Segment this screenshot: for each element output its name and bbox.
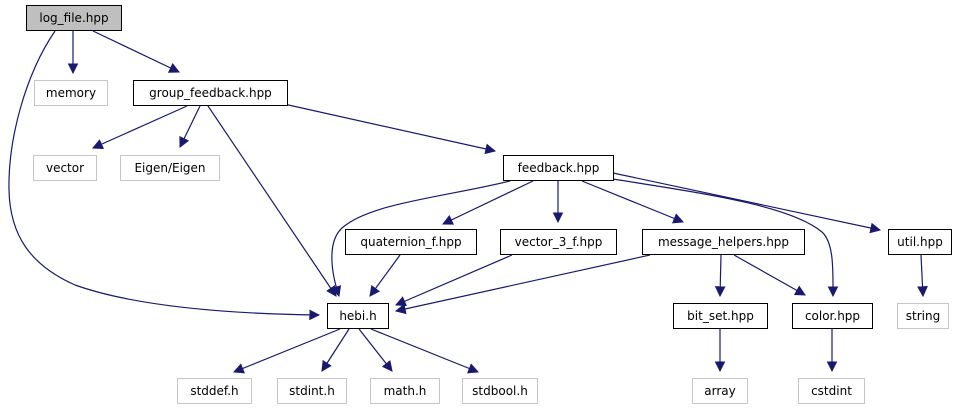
node-feedback-hpp[interactable]: feedback.hpp: [503, 155, 614, 181]
edge-feedback-to-color: [612, 178, 839, 298]
node-bit_set-hpp[interactable]: bit_set.hpp: [673, 303, 768, 329]
edge-hebi-to-math: [358, 328, 393, 372]
node-vector: vector: [33, 155, 97, 181]
node-eigen-eigen: Eigen/Eigen: [120, 155, 220, 181]
edge-hebi-to-stdint: [321, 328, 350, 372]
edge-feedback-to-hebi: [330, 180, 511, 298]
edge-feedback-to-message_helpers: [581, 180, 685, 224]
node-util-hpp[interactable]: util.hpp: [888, 229, 952, 255]
edge-message_helpers-to-bit_set: [714, 254, 726, 298]
node-log_file-hpp[interactable]: log_file.hpp: [26, 5, 122, 31]
edge-util-to-string: [917, 254, 928, 298]
edge-log_file-to-hebi: [8, 30, 321, 321]
edge-hebi-to-stddef: [232, 328, 341, 374]
edge-feedback-to-util: [612, 172, 882, 234]
node-message_helpers-hpp[interactable]: message_helpers.hpp: [642, 229, 805, 255]
edge-vector_3_f-to-hebi: [395, 254, 513, 307]
edge-quaternion_f-to-hebi: [369, 254, 401, 297]
edge-group_feedback-to-vector: [92, 105, 188, 149]
node-stddef-h: stddef.h: [177, 378, 252, 404]
node-memory: memory: [34, 80, 108, 106]
edge-feedback-to-quaternion_f: [442, 180, 534, 225]
node-hebi-h[interactable]: hebi.h: [327, 303, 389, 329]
node-cstdint: cstdint: [798, 378, 865, 404]
edge-hebi-to-stdbool: [370, 328, 480, 374]
edge-log_file-to-group_feedback: [92, 30, 180, 73]
node-string: string: [897, 303, 949, 329]
node-stdint-h: stdint.h: [277, 378, 347, 404]
node-quaternion_f-hpp[interactable]: quaternion_f.hpp: [345, 229, 477, 255]
node-color-hpp[interactable]: color.hpp: [792, 303, 873, 329]
node-vector_3_f-hpp[interactable]: vector_3_f.hpp: [500, 229, 617, 255]
edge-group_feedback-to-eigen: [179, 105, 201, 148]
node-math-h: math.h: [370, 378, 440, 404]
edge-group_feedback-to-hebi: [207, 105, 337, 297]
edge-group_feedback-to-feedback: [283, 103, 497, 155]
node-stdbool-h: stdbool.h: [462, 378, 538, 404]
node-array: array: [692, 378, 748, 404]
node-group_feedback-hpp[interactable]: group_feedback.hpp: [133, 80, 288, 106]
edge-message_helpers-to-color: [733, 254, 806, 296]
edge-message_helpers-to-hebi: [394, 254, 651, 315]
